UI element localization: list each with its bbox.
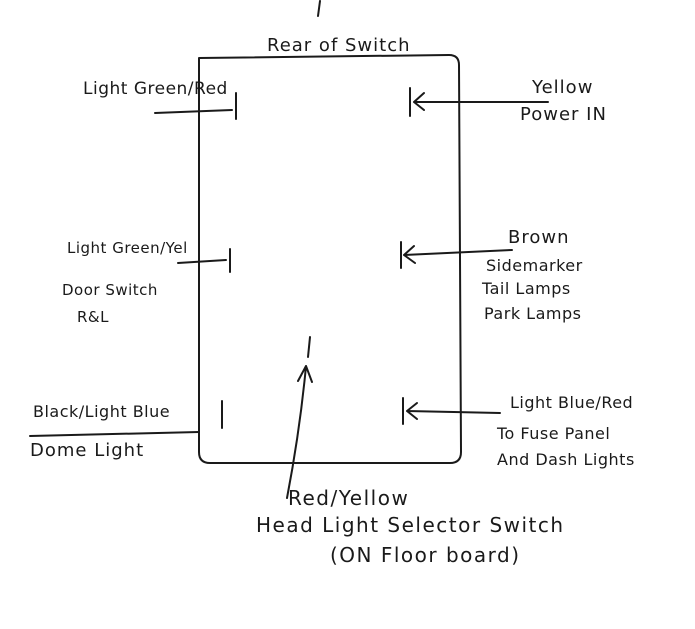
wire-label-mid-left: Light Green/Yel [67,239,188,257]
stray-mark [317,0,321,17]
arrow-bottom-right [406,402,501,420]
wire-label-center: Red/Yellow [288,486,410,510]
arrow-top-left [154,109,233,114]
function-label-bottom-right-1: To Fuse Panel [497,424,611,443]
function-label-center-1: Head Light Selector Switch [256,513,565,537]
function-label-mid-left-1: Door Switch [62,281,158,299]
wire-label-top-left: Light Green/Red [83,79,228,99]
function-label-mid-right-2: Tail Lamps [482,279,571,298]
terminal-center [307,336,311,358]
wire-label-bottom-left: Black/Light Blue [33,402,171,421]
wire-label-mid-right: Brown [508,227,570,248]
function-label-bottom-right-2: And Dash Lights [497,450,635,469]
function-label-mid-right-3: Park Lamps [484,304,582,323]
arrow-mid-right [403,245,513,264]
diagram-title: Rear of Switch [267,35,411,56]
leader-bottom-left [29,431,200,437]
function-label-bottom-left: Dome Light [30,440,145,461]
function-label-mid-left-2: R&L [77,308,109,326]
wire-label-bottom-right: Light Blue/Red [510,393,634,412]
wire-label-top-right: Yellow [532,77,594,98]
arrow-center [286,365,313,499]
function-label-center-2: (ON Floor board) [330,543,521,567]
arrow-top-right [413,92,549,111]
function-label-top-right: Power IN [520,104,607,125]
switch-body-outline [198,54,462,464]
arrow-mid-left [177,259,227,264]
function-label-mid-right-1: Sidemarker [486,256,583,275]
